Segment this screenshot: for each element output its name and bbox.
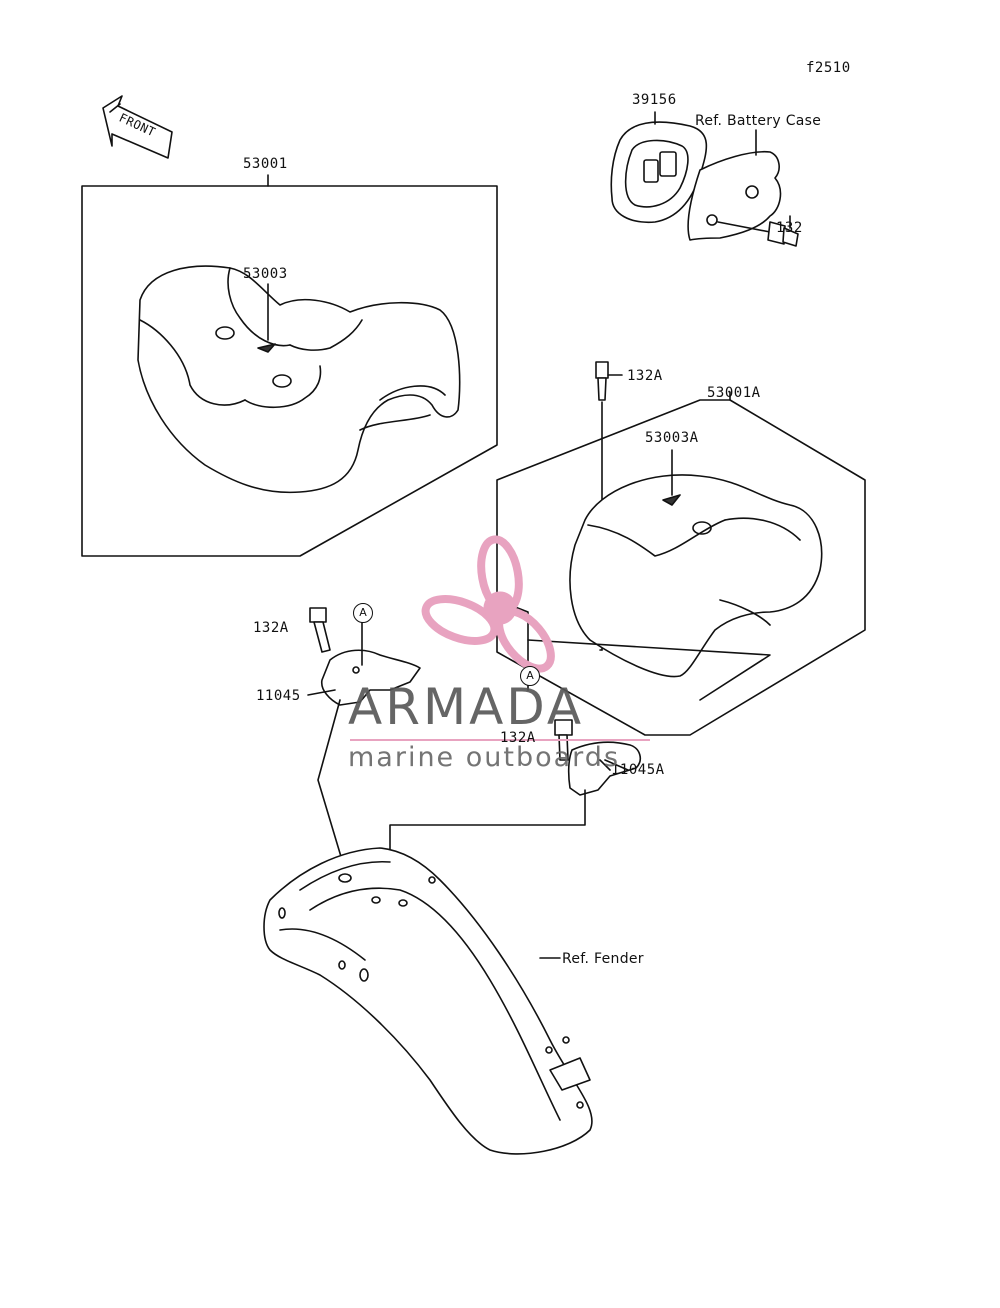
callout-11045: 11045	[256, 688, 301, 704]
figure-code: f2510	[806, 60, 851, 76]
seat-53001-group-box	[81, 185, 498, 557]
watermark-brand: ARMADA	[348, 678, 585, 736]
fender-drawing	[263, 847, 593, 1155]
callout-39156: 39156	[632, 92, 677, 108]
seat-53001a-group-box	[496, 399, 866, 736]
callout-132: 132	[776, 220, 803, 236]
watermark-tagline: marine outboards	[348, 742, 621, 773]
connector-marker-a-bracket: A	[353, 603, 373, 623]
callout-53001: 53001	[243, 156, 288, 172]
bracket-11045a-drawing	[554, 719, 642, 796]
damper-39156-drawing	[610, 121, 708, 223]
callout-53001a: 53001A	[707, 385, 761, 401]
bracket-11045-drawing	[307, 607, 421, 706]
seat-53001a-drawing	[569, 449, 823, 678]
callout-132a-right: 132A	[500, 730, 536, 746]
callout-11045a: 11045A	[611, 762, 665, 778]
callout-battery-case-ref: Ref. Battery Case	[695, 113, 822, 129]
seat-53001-drawing	[137, 265, 461, 494]
bolt-132-drawing	[717, 215, 799, 247]
connector-marker-a-seat: A	[520, 666, 540, 686]
callout-132a-left: 132A	[253, 620, 289, 636]
front-arrow-icon	[102, 95, 173, 159]
callout-53003a: 53003A	[645, 430, 699, 446]
callout-53003: 53003	[243, 266, 288, 282]
battery-case-drawing	[687, 129, 782, 241]
armada-logo-icon	[421, 535, 555, 673]
callout-fender-ref: Ref. Fender	[562, 951, 644, 967]
callout-132a-top: 132A	[627, 368, 663, 384]
